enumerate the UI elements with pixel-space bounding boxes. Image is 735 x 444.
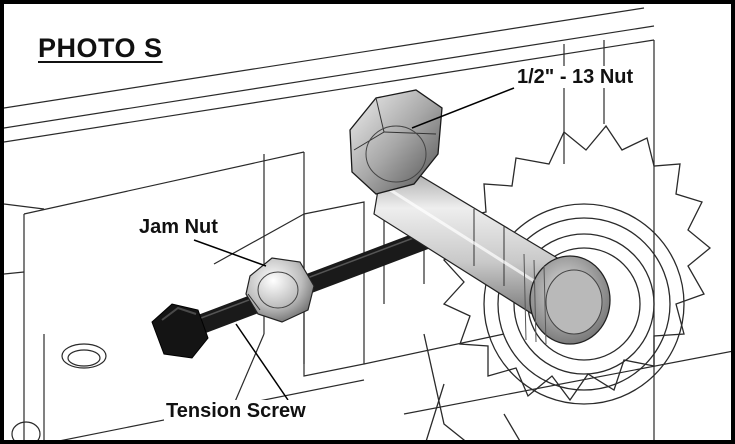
half-inch-13-nut: [349, 89, 443, 195]
jam-nut: [245, 257, 315, 323]
photo-title: PHOTO S: [38, 33, 163, 63]
leader-lines: [193, 87, 515, 401]
threaded-shaft: [373, 153, 611, 345]
assembly-illustration: [4, 7, 731, 440]
sprocket: [423, 124, 712, 440]
jam-nut-label: Jam Nut: [137, 216, 220, 238]
tension-screw-label: Tension Screw: [164, 400, 308, 422]
nut-13-label: 1/2" - 13 Nut: [515, 66, 636, 88]
